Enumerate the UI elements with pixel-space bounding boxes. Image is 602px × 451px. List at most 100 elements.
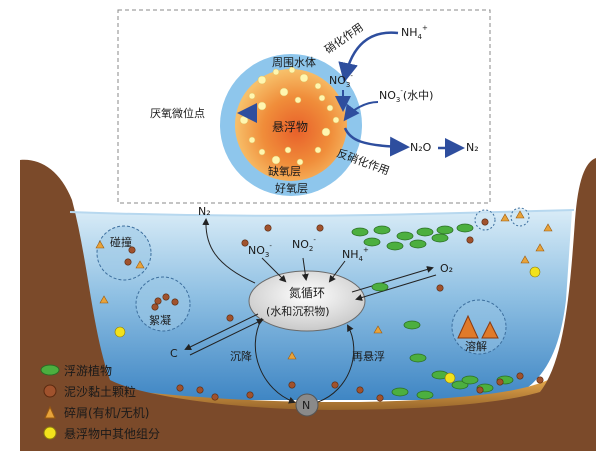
sediment-particle <box>331 381 339 389</box>
dissolution-label: 溶解 <box>465 339 487 353</box>
inset-dot <box>318 94 326 102</box>
phytoplankton <box>371 282 389 292</box>
inset-dot <box>296 158 304 166</box>
phytoplankton <box>461 375 479 385</box>
o2-arrow-up <box>351 266 434 293</box>
sediment-particle <box>226 314 234 322</box>
inset-dot <box>257 101 267 111</box>
detritus <box>95 240 105 249</box>
sediment-particle <box>171 298 179 306</box>
nitrogen-cycle-title: 氮循环 <box>289 285 325 300</box>
inset-dot <box>271 155 281 165</box>
sediment-particle <box>481 218 489 226</box>
dissolution-debris-2 <box>481 320 499 339</box>
legend-label: 碎屑(有机/无机) <box>64 406 150 420</box>
inset-dot <box>258 148 266 156</box>
phytoplankton <box>431 233 449 243</box>
sediment-particle <box>536 376 544 384</box>
other-component <box>444 372 456 384</box>
sediment-particle <box>316 224 324 232</box>
lake-nh4: NH4+ <box>342 246 369 263</box>
phytoplankton <box>456 223 474 233</box>
inset-n2o: N₂O <box>410 141 432 154</box>
sediment-particle <box>356 386 364 394</box>
sediment-particle <box>162 293 170 301</box>
phytoplankton <box>386 241 404 251</box>
phytoplankton-symbol <box>40 363 60 380</box>
inset-no3-water: NO3-(水中) <box>379 87 433 104</box>
nitrogen-cycle-subtitle: (水和沉积物) <box>266 304 330 318</box>
settling-label: 沉降 <box>230 349 252 363</box>
inset-dot <box>332 116 340 124</box>
detritus <box>515 210 525 219</box>
sediment-particle <box>196 386 204 394</box>
sediment-particle <box>436 284 444 292</box>
phytoplankton <box>416 227 434 237</box>
n2-release-arrow <box>202 218 256 284</box>
inset-dot <box>272 68 280 76</box>
sediment-particle <box>124 258 132 266</box>
no2-arrow <box>301 257 309 281</box>
inset-dot <box>248 136 256 144</box>
sediment-n-circle <box>295 393 319 417</box>
inset-dot <box>299 73 309 83</box>
inset-dot <box>279 87 289 97</box>
legend-label: 泥沙黏土颗粒 <box>64 385 137 399</box>
inset-surrounding-water: 周围水体 <box>272 55 316 69</box>
other-component-symbol <box>40 426 60 443</box>
inset-frame <box>117 9 491 204</box>
legend-item: 碎屑(有机/无机) <box>40 402 240 423</box>
sediment-particle <box>466 236 474 244</box>
nitrification-label: 硝化作用 <box>322 20 366 57</box>
inset-dot <box>284 146 292 154</box>
legend-label: 悬浮物中其他组分 <box>64 427 161 441</box>
inset-dot <box>314 82 322 90</box>
phytoplankton <box>436 225 454 235</box>
left-bank <box>20 159 330 451</box>
c-arrow-in <box>189 319 264 356</box>
inset-dot <box>294 96 302 104</box>
nh4-arrow <box>328 260 346 283</box>
settling-arrow <box>254 317 296 404</box>
sediment-particle <box>264 224 272 232</box>
flocculation-label: 絮凝 <box>149 313 171 327</box>
dissolution-debris <box>457 314 479 339</box>
sediment-particle <box>151 303 159 311</box>
flocculation-circle <box>135 276 191 332</box>
sediment-particle <box>211 393 219 401</box>
sediment-particle <box>376 394 384 402</box>
inset-nh4: NH4+ <box>401 24 428 41</box>
phytoplankton <box>403 320 421 330</box>
lake-c: C <box>170 347 178 360</box>
phytoplankton <box>391 387 409 397</box>
sediment-particle <box>176 384 184 392</box>
phytoplankton <box>409 353 427 363</box>
legend-label: 浮游植物 <box>64 364 113 378</box>
detritus <box>520 255 530 264</box>
legend-item: 悬浮物中其他组分 <box>40 423 240 444</box>
dissolution-circle <box>451 299 507 355</box>
inset-dot <box>314 146 322 154</box>
phytoplankton <box>363 237 381 247</box>
sediment-particle <box>128 246 136 254</box>
legend-item: 浮游植物 <box>40 360 240 381</box>
phytoplankton <box>409 239 427 249</box>
denitrification-arrow <box>343 127 410 157</box>
sediment-particle <box>246 391 254 399</box>
inset-no3: NO3- <box>329 72 353 89</box>
detritus <box>135 260 145 269</box>
collision-circle <box>96 225 152 281</box>
sediment-particle <box>496 378 504 386</box>
inset-dot <box>321 127 331 137</box>
lake-o2: O₂ <box>440 262 453 275</box>
detritus <box>543 223 553 232</box>
resuspension-label: 再悬浮 <box>352 350 385 363</box>
nitrogen-cycle-ellipse <box>248 270 366 332</box>
inset-anoxic-layer: 缺氧层 <box>268 164 301 178</box>
inset-dot <box>288 66 296 74</box>
detritus <box>287 351 297 360</box>
sediment-particle <box>288 381 296 389</box>
lake-n: N <box>302 399 310 412</box>
sediment-particle-symbol <box>40 384 60 401</box>
